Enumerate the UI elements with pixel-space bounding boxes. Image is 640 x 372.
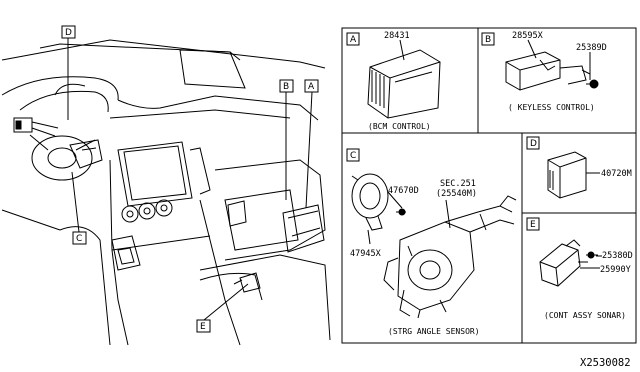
panel-a-frame	[341, 27, 479, 134]
panel-a-caption: (BCM CONTROL)	[368, 122, 431, 131]
part-number-28431: 28431	[384, 31, 410, 41]
section-reference: SEC.251	[440, 179, 476, 189]
sonar-unit-drawing	[539, 239, 588, 287]
panel-e-caption: (CONT ASSY SONAR)	[544, 311, 626, 320]
diagram-reference-number: X2530082	[580, 357, 631, 369]
part-number-25380d: 25380D	[602, 251, 633, 261]
part-number-47670d: 47670D	[388, 186, 419, 196]
control-unit-drawing	[547, 151, 600, 199]
panel-e-letter: E	[530, 220, 536, 230]
part-number-47945x: 47945X	[350, 249, 382, 259]
panel-b-letter: B	[485, 35, 491, 45]
panel-e-frame	[521, 212, 637, 344]
clip-icon	[586, 251, 598, 259]
part-number-25389d: 25389D	[576, 43, 607, 53]
bcm-module-drawing	[367, 49, 441, 119]
callout-box-b	[279, 79, 294, 93]
panel-c-caption: (STRG ANGLE SENSOR)	[388, 327, 480, 336]
keyless-module-drawing	[505, 51, 591, 91]
leader-c	[71, 171, 80, 233]
callout-box-c	[72, 231, 87, 245]
part-number-25990y: 25990Y	[600, 265, 631, 275]
leader-e	[203, 283, 249, 321]
callout-d-letter: D	[65, 28, 72, 38]
panel-d-letter: D	[530, 139, 537, 149]
screw-icon	[396, 208, 406, 216]
section-part-number: (25540M)	[436, 189, 477, 199]
panel-c-letter: C	[350, 151, 356, 161]
steering-angle-sensor-drawing	[351, 173, 517, 319]
screw-icon	[586, 79, 599, 89]
callout-box-e	[196, 319, 211, 333]
dashboard-illustration	[1, 39, 331, 346]
callout-e-letter: E	[200, 322, 206, 332]
callout-box-d	[61, 25, 76, 39]
callout-b-letter: B	[283, 82, 289, 92]
callout-c-letter: C	[76, 234, 82, 244]
panel-b-frame	[477, 27, 637, 134]
part-number-28595x: 28595X	[512, 31, 544, 41]
callout-box-a	[304, 79, 319, 93]
leader-a	[305, 91, 313, 209]
part-number-40720m: 40720M	[601, 169, 632, 179]
panel-b-caption: ( KEYLESS CONTROL)	[508, 103, 595, 112]
panel-a-letter: A	[350, 35, 357, 45]
callout-a-letter: A	[308, 82, 315, 92]
